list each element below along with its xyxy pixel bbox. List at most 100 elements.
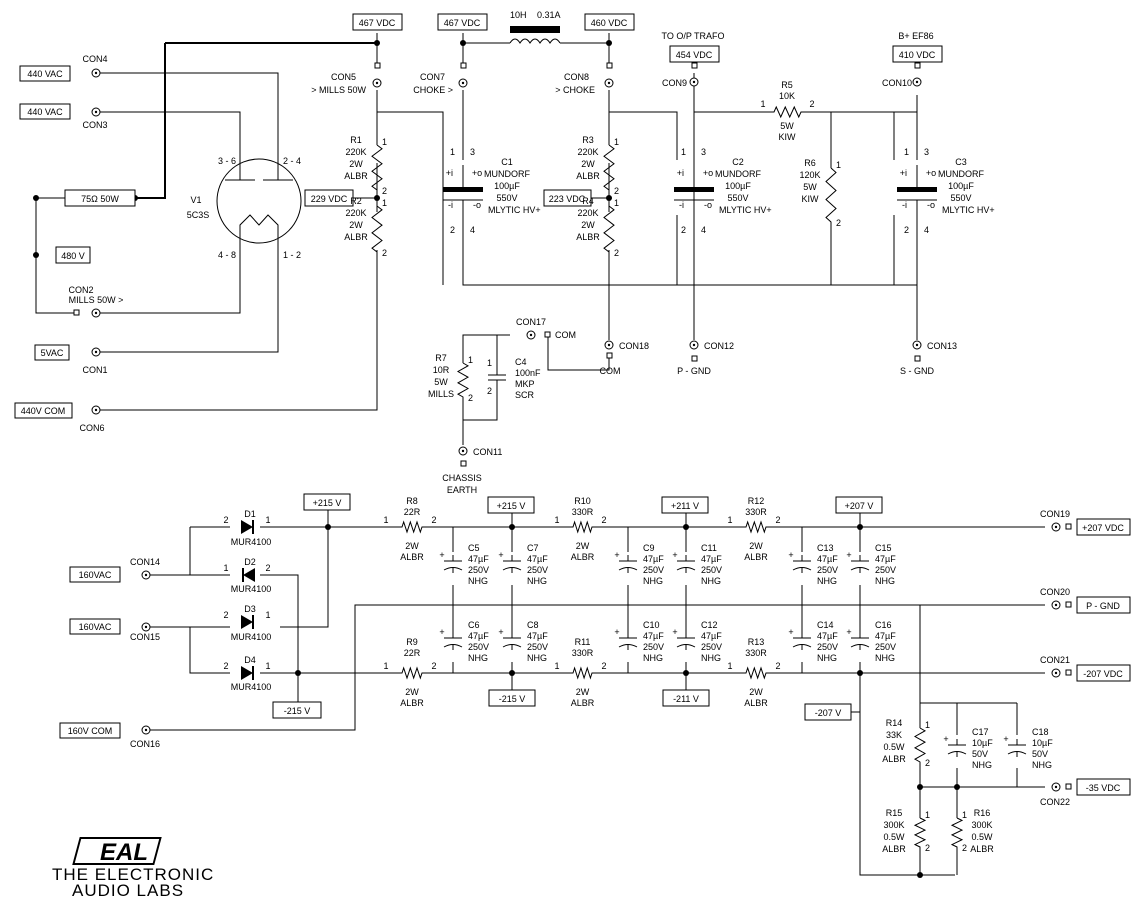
svg-text:47µF: 47µF [701, 554, 722, 564]
svg-text:2W: 2W [349, 159, 363, 169]
svg-text:250V: 250V [527, 642, 548, 652]
svg-text:160VAC: 160VAC [79, 570, 112, 580]
svg-text:+: + [439, 627, 444, 637]
svg-text:+: + [614, 627, 619, 637]
svg-text:2: 2 [223, 661, 228, 671]
rail-480: 480 V [55, 246, 91, 264]
svg-text:MUNDORF: MUNDORF [484, 169, 530, 179]
svg-text:467 VDC: 467 VDC [444, 18, 481, 28]
con8: CON8> CHOKE [555, 62, 614, 95]
svg-text:100nF: 100nF [515, 368, 541, 378]
svg-text:C11: C11 [701, 543, 717, 553]
rail-ac440a: 440 VAC [19, 65, 71, 82]
junctions [33, 40, 960, 878]
svg-text:2: 2 [468, 393, 473, 403]
svg-text:47µF: 47µF [875, 554, 896, 564]
con14: CON14 [130, 557, 160, 580]
svg-text:5W: 5W [434, 377, 448, 387]
svg-text:+: + [846, 550, 851, 560]
svg-text:MUNDORF: MUNDORF [715, 169, 761, 179]
svg-text:2: 2 [223, 610, 228, 620]
svg-text:2W: 2W [576, 541, 590, 551]
svg-text:2W: 2W [749, 687, 763, 697]
svg-text:2: 2 [382, 248, 387, 258]
svg-text:-o: -o [704, 200, 712, 210]
svg-text:+o: +o [926, 168, 936, 178]
svg-text:+: + [1003, 734, 1008, 744]
svg-text:2: 2 [904, 225, 909, 235]
svg-text:330R: 330R [745, 648, 767, 658]
svg-text:C3: C3 [955, 157, 967, 167]
svg-text:47µF: 47µF [643, 554, 664, 564]
svg-text:+215 V: +215 V [497, 501, 526, 511]
svg-text:CON21: CON21 [1040, 655, 1070, 665]
svg-text:2: 2 [223, 515, 228, 525]
svg-text:-207 V: -207 V [815, 708, 842, 718]
svg-text:220K: 220K [577, 208, 598, 218]
svg-text:229 VDC: 229 VDC [311, 194, 348, 204]
svg-text:47µF: 47µF [468, 631, 489, 641]
svg-text:120K: 120K [799, 170, 820, 180]
svg-text:4: 4 [701, 225, 706, 235]
svg-text:1: 1 [727, 661, 732, 671]
rail-p215b: +215 V [487, 496, 535, 514]
con1: CON1 [82, 347, 108, 375]
svg-text:-211 V: -211 V [673, 694, 699, 704]
svg-text:22R: 22R [404, 648, 421, 658]
svg-text:33K: 33K [886, 730, 902, 740]
svg-text:C17: C17 [972, 727, 989, 737]
rail-ac160com: 160V COM [59, 722, 121, 739]
svg-text:C1: C1 [501, 157, 513, 167]
svg-text:CON4: CON4 [82, 54, 107, 64]
svg-text:1 - 2: 1 - 2 [283, 250, 301, 260]
rail-out-n35: -35 VDC [1076, 778, 1131, 796]
con22: CON22 [1040, 782, 1072, 807]
svg-text:+i: +i [900, 168, 907, 178]
svg-text:+i: +i [446, 168, 453, 178]
svg-text:ALBR: ALBR [744, 552, 768, 562]
svg-text:CON7: CON7 [420, 72, 445, 82]
svg-text:2: 2 [431, 515, 436, 525]
rail-229: 229 VDC [304, 189, 354, 207]
svg-text:CON1: CON1 [82, 365, 107, 375]
svg-text:2: 2 [962, 843, 967, 853]
svg-text:75Ω 50W: 75Ω 50W [81, 194, 119, 204]
svg-text:R8: R8 [406, 496, 418, 506]
svg-text:1: 1 [554, 661, 559, 671]
svg-text:NHG: NHG [972, 760, 992, 770]
svg-text:C6: C6 [468, 620, 480, 630]
svg-text:+207 V: +207 V [845, 501, 874, 511]
svg-text:1: 1 [450, 147, 455, 157]
svg-text:-35 VDC: -35 VDC [1086, 783, 1121, 793]
svg-text:ALBR: ALBR [744, 698, 768, 708]
svg-text:R12: R12 [748, 496, 765, 506]
svg-text:2: 2 [775, 661, 780, 671]
rail-ac440com: 440V COM [14, 402, 73, 419]
svg-text:3 - 6: 3 - 6 [218, 156, 236, 166]
svg-text:550V: 550V [496, 193, 517, 203]
eal-mark: EAL [72, 837, 162, 866]
svg-text:C9: C9 [643, 543, 655, 553]
svg-text:C12: C12 [701, 620, 718, 630]
svg-text:C14: C14 [817, 620, 834, 630]
svg-text:C4: C4 [515, 357, 527, 367]
svg-text:100µF: 100µF [948, 181, 974, 191]
svg-text:AUDIO LABS: AUDIO LABS [72, 881, 184, 897]
svg-text:330R: 330R [745, 507, 767, 517]
con21: CON21 [1040, 655, 1072, 678]
svg-text:NHG: NHG [817, 653, 837, 663]
svg-text:47µF: 47µF [817, 631, 838, 641]
svg-text:-207 VDC: -207 VDC [1083, 669, 1123, 679]
con9: CON9 [662, 62, 699, 88]
svg-text:+: + [788, 550, 793, 560]
svg-text:+o: +o [703, 168, 713, 178]
